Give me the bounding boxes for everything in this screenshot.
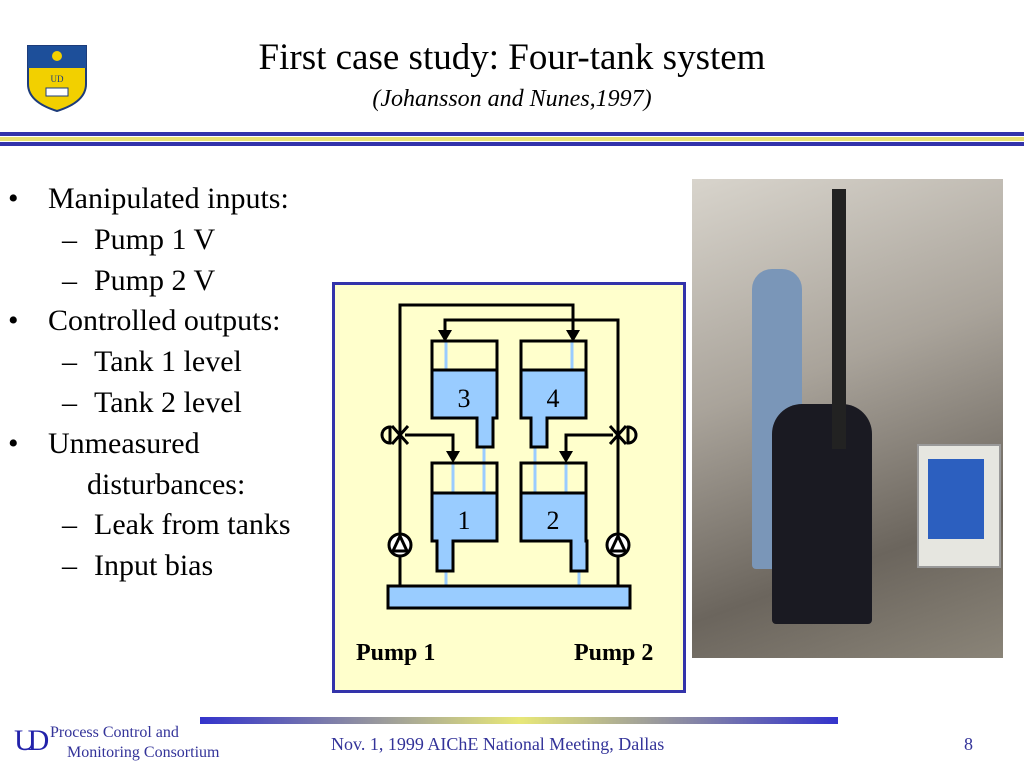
bullet-item: disturbances: xyxy=(87,468,245,502)
reservoir xyxy=(386,584,632,610)
tank-1-label: 1 xyxy=(458,506,471,535)
bullet-item: • Unmeasured xyxy=(8,426,200,461)
slide-subtitle: (Johansson and Nunes,1997) xyxy=(372,86,652,112)
pump-2-label: Pump 2 xyxy=(574,640,654,666)
bullet-marker: – xyxy=(62,345,77,379)
four-tank-diagram xyxy=(332,282,686,693)
bullet-text: Controlled outputs: xyxy=(48,304,281,338)
ud-footer-logo: UD xyxy=(14,724,49,757)
bullet-marker: • xyxy=(8,304,19,338)
bullet-text: Tank 1 level xyxy=(94,345,242,379)
bullet-item: –Pump 2 V xyxy=(62,263,216,298)
bullet-item: –Tank 2 level xyxy=(62,386,242,420)
footer-org-line1: Process Control and xyxy=(50,724,179,741)
tank-1 xyxy=(430,491,499,573)
bullet-marker: – xyxy=(62,263,77,297)
footer-org-line2: Monitoring Consortium xyxy=(67,744,220,761)
bullet-text: Pump 2 V xyxy=(94,263,216,297)
tank-4-label: 4 xyxy=(547,384,560,413)
bullet-marker: – xyxy=(62,386,77,419)
bullet-item: • Controlled outputs: xyxy=(8,304,281,338)
svg-text:UD: UD xyxy=(51,74,64,84)
slide-title: First case study: Four-tank system xyxy=(258,37,766,78)
bullet-item: • Manipulated inputs: xyxy=(8,182,289,216)
bullet-item: –Input bias xyxy=(62,549,214,583)
bullet-marker: • xyxy=(8,426,19,460)
bullet-text: Manipulated inputs: xyxy=(48,182,289,215)
bullet-item: –Pump 1 V xyxy=(62,222,216,257)
footer-event: Nov. 1, 1999 AIChE National Meeting, Dal… xyxy=(331,734,665,754)
bullet-marker: – xyxy=(62,222,77,256)
bullet-text: Unmeasured xyxy=(48,426,200,460)
tank-2 xyxy=(519,491,589,573)
header-divider xyxy=(0,132,1024,146)
bullet-text: Tank 2 level xyxy=(94,386,242,419)
bullet-text: Pump 1 V xyxy=(94,222,216,256)
bullet-item: –Tank 1 level xyxy=(62,345,242,379)
lab-photo xyxy=(692,179,1003,658)
bullet-text: disturbances: xyxy=(87,467,246,501)
tank-3 xyxy=(430,368,499,449)
bullet-text: Leak from tanks xyxy=(94,508,291,542)
bullet-item: –Leak from tanks xyxy=(62,508,291,542)
tank-4 xyxy=(519,368,588,449)
pump-1-label: Pump 1 xyxy=(356,640,436,666)
tank-2-label: 2 xyxy=(547,506,560,535)
footer-divider xyxy=(200,717,838,724)
tank-3-label: 3 xyxy=(458,384,471,413)
bullet-marker: – xyxy=(62,549,77,583)
page-number: 8 xyxy=(964,734,973,754)
bullet-marker: • xyxy=(8,182,19,215)
bullet-text: Input bias xyxy=(94,549,214,583)
university-logo: UD xyxy=(26,44,88,113)
bullet-marker: – xyxy=(62,508,77,542)
